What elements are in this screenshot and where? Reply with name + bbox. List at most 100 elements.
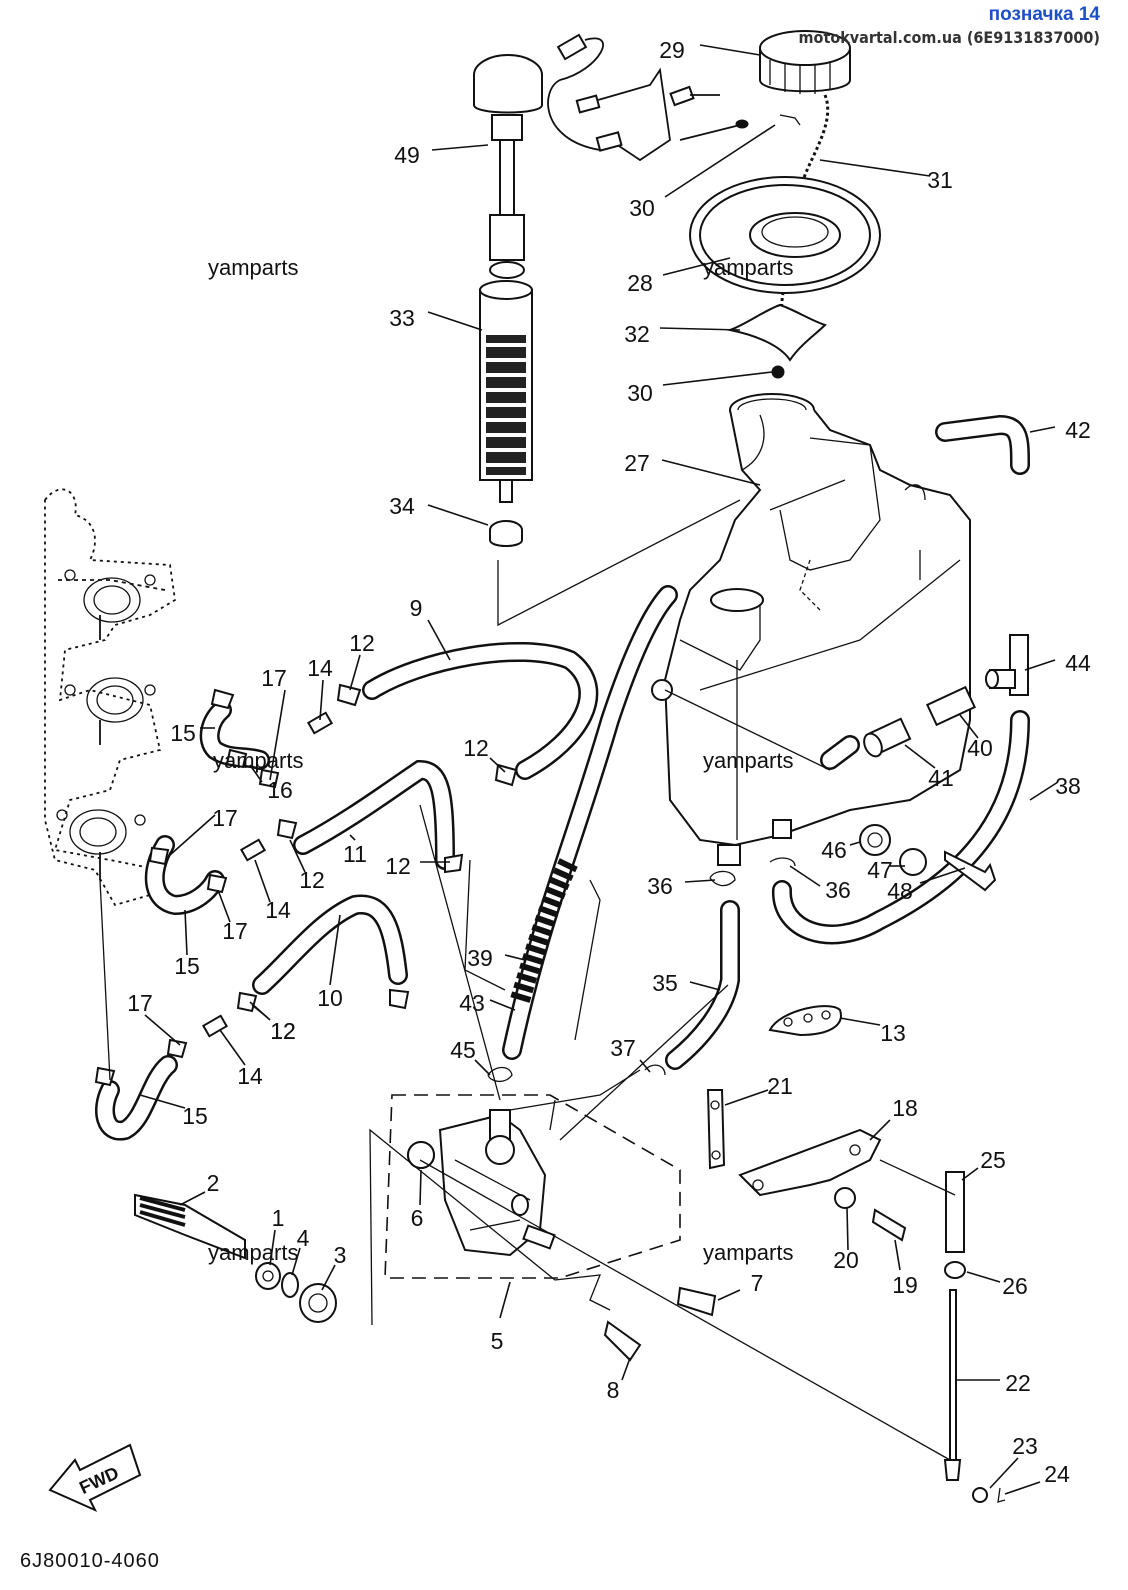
part-callout: 31: [927, 167, 953, 193]
leader-line: [1004, 1481, 1041, 1495]
leader-line: [684, 879, 716, 883]
leader-line: [1024, 659, 1056, 671]
drive-gear-parts: [134, 1193, 337, 1323]
part-callout: 17: [222, 918, 248, 944]
part-callout: 18: [892, 1095, 918, 1121]
leader-line: [329, 914, 341, 986]
part-callout: 8: [607, 1377, 620, 1403]
leader-line: [321, 1264, 336, 1291]
part-callout: 22: [1005, 1370, 1031, 1396]
leader-line: [219, 1029, 246, 1066]
leader-line: [427, 311, 483, 331]
part-callout: 10: [317, 985, 343, 1011]
leader-line: [289, 839, 306, 873]
filler-cap: [759, 30, 851, 94]
fittings: [859, 634, 1029, 892]
leader-line: [789, 865, 821, 887]
part-callout: 39: [467, 945, 493, 971]
header-title: позначка 14: [988, 4, 1100, 25]
part-callout: 11: [343, 841, 367, 867]
part-callout: 12: [299, 867, 325, 893]
leader-line: [427, 504, 489, 526]
gasket-6: [407, 1141, 435, 1169]
part-callout: 14: [237, 1063, 263, 1089]
leader-line: [869, 1119, 891, 1141]
leader-line: [489, 757, 506, 773]
leader-line: [717, 1289, 741, 1301]
leader-line: [662, 257, 731, 276]
clamps-valves: [94, 683, 796, 1087]
watermark: yamparts: [703, 1240, 794, 1265]
leader-line: [819, 159, 931, 177]
leader-line: [661, 459, 761, 486]
part-callout: 33: [389, 305, 415, 331]
part-callout: 25: [980, 1147, 1006, 1173]
part-callout: 30: [629, 195, 655, 221]
part-callout: 38: [1055, 773, 1081, 799]
part-callout: 37: [610, 1035, 636, 1061]
leader-line: [621, 1357, 631, 1381]
part-callout: 26: [1002, 1273, 1028, 1299]
watermark: yamparts: [703, 748, 794, 773]
watermark: yamparts: [208, 255, 299, 280]
bolts: [603, 1171, 1006, 1503]
leader-line: [839, 1017, 881, 1026]
part-callout: 5: [491, 1328, 504, 1354]
leader-line: [689, 981, 721, 991]
part-callout: 44: [1065, 650, 1091, 676]
watermark: yamparts: [213, 748, 304, 773]
dipstick-assembly: [473, 54, 741, 627]
leader-line: [904, 744, 936, 769]
part-callout: 28: [627, 270, 653, 296]
leader-line: [919, 867, 966, 884]
leader-line: [1029, 781, 1059, 801]
leader-line: [989, 1457, 1019, 1489]
part-callout: 17: [212, 805, 238, 831]
part-callout: 14: [307, 655, 333, 681]
retainer-32: [726, 303, 827, 362]
part-callout: 13: [880, 1020, 906, 1046]
leader-line: [349, 654, 361, 691]
part-callout: 35: [652, 970, 678, 996]
leader-line: [217, 889, 231, 923]
part-callout: 15: [182, 1103, 208, 1129]
leader-line: [966, 1271, 1001, 1283]
leader-line: [504, 954, 526, 961]
part-callout: 24: [1044, 1461, 1070, 1487]
leader-line: [664, 124, 776, 198]
part-callout: 15: [170, 720, 196, 746]
leader-line: [249, 1001, 271, 1021]
part-callout: 34: [389, 493, 415, 519]
part-callout: 17: [127, 990, 153, 1016]
part-callout: 17: [261, 665, 287, 691]
leader-line: [184, 909, 188, 956]
leader-line: [269, 1229, 276, 1266]
leader-line: [144, 1014, 181, 1046]
leader-line: [169, 814, 216, 856]
part-callout: 19: [892, 1272, 918, 1298]
part-callout: 14: [265, 897, 291, 923]
part-callout: 23: [1012, 1433, 1038, 1459]
part-callout: 12: [463, 735, 489, 761]
part-callout: 1: [272, 1205, 285, 1231]
part-callout: 7: [751, 1270, 764, 1296]
leader-line: [659, 327, 741, 331]
part-callout: 20: [833, 1247, 859, 1273]
part-callout: 48: [887, 878, 913, 904]
assembly-guides: [99, 689, 956, 1461]
level-sensor-wires: [547, 33, 749, 162]
fwd-arrow: [48, 1443, 142, 1513]
oil-pump: [384, 1094, 681, 1279]
part-callout: 36: [647, 873, 673, 899]
leader-line: [662, 371, 773, 386]
leader-line: [961, 1167, 979, 1181]
watermark: yamparts: [703, 255, 794, 280]
part-callout: 32: [624, 321, 650, 347]
leader-line: [849, 841, 861, 846]
part-callout: 27: [624, 450, 650, 476]
header-subtitle: motokvartal.com.ua (6E9131837000): [798, 28, 1100, 47]
figure-code: 6J80010-4060: [20, 1550, 160, 1572]
part-callout: 21: [767, 1073, 793, 1099]
part-callout: 12: [270, 1018, 296, 1044]
